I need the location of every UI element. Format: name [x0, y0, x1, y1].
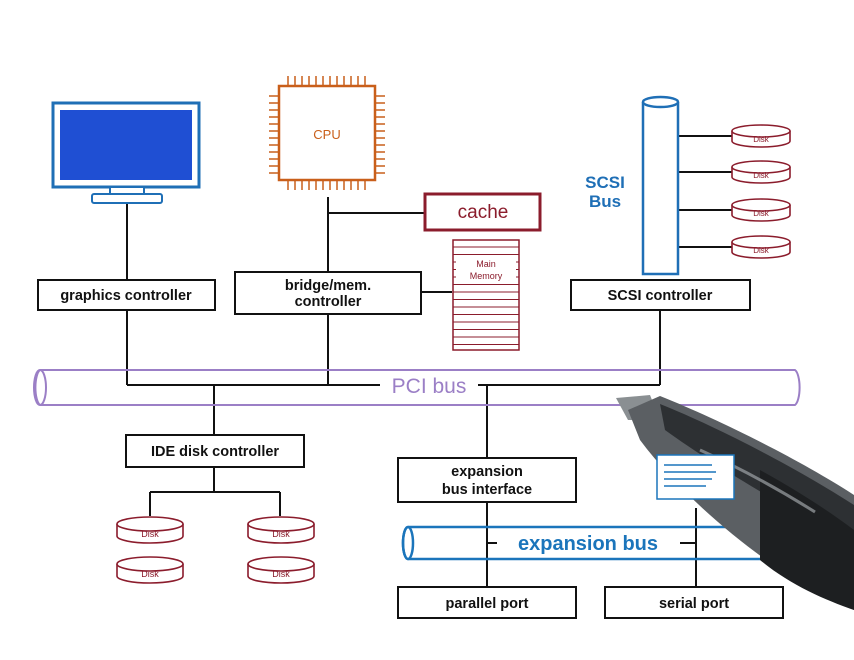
- disk-icon: Disk: [731, 160, 791, 184]
- bridge-label-line2: controller: [295, 294, 362, 310]
- disk-label: Disk: [141, 529, 159, 539]
- disk-label: Disk: [753, 246, 770, 255]
- pci-bus: PCI bus: [33, 369, 801, 406]
- disk-icon: Disk: [116, 556, 184, 584]
- graphics-controller-box: graphics controller: [37, 279, 216, 311]
- disk-label: Disk: [753, 135, 770, 144]
- scsi-bus-label-line1: SCSI: [585, 173, 625, 192]
- cpu-label: CPU: [313, 127, 340, 142]
- parallel-port-box: parallel port: [397, 586, 577, 619]
- serial-port-label: serial port: [659, 596, 729, 612]
- main-memory-stack: Main Memory: [452, 239, 520, 351]
- bridge-controller-box: bridge/mem. controller: [234, 271, 422, 315]
- pci-bus-label: PCI bus: [392, 375, 467, 398]
- expansion-iface-label-line1: expansion: [451, 464, 523, 480]
- expansion-iface-label-line2: bus interface: [442, 482, 532, 498]
- disk-icon: Disk: [247, 556, 315, 584]
- cache-box: cache: [423, 192, 542, 232]
- scsi-bus-label-line2: Bus: [589, 192, 621, 211]
- expansion-interface-box: expansion bus interface: [397, 457, 577, 503]
- disk-label: Disk: [272, 529, 290, 539]
- cpu-pins: [269, 76, 385, 190]
- expansion-bus: expansion bus: [401, 525, 780, 561]
- scsi-controller-label: SCSI controller: [608, 288, 713, 304]
- bridge-label-line1: bridge/mem.: [285, 278, 371, 294]
- disk-icon: Disk: [116, 516, 184, 544]
- main-memory-label-line1: Main: [476, 259, 496, 269]
- main-memory-label-line2: Memory: [470, 271, 503, 281]
- disk-icon: Disk: [731, 235, 791, 259]
- connection-lines: [126, 135, 732, 587]
- disk-label: Disk: [272, 569, 290, 579]
- cache-label: cache: [458, 202, 509, 223]
- disk-icon: Disk: [731, 124, 791, 148]
- stylus-pen-icon: [616, 395, 854, 610]
- cpu-chip-icon: CPU: [269, 76, 385, 190]
- expansion-bus-label: expansion bus: [518, 533, 658, 555]
- scsi-bus: SCSI Bus: [585, 95, 680, 276]
- monitor-icon: [51, 101, 201, 204]
- disk-icon: Disk: [247, 516, 315, 544]
- parallel-port-label: parallel port: [446, 596, 529, 612]
- disk-label: Disk: [753, 171, 770, 180]
- disk-label: Disk: [753, 209, 770, 218]
- graphics-controller-label: graphics controller: [60, 288, 192, 304]
- serial-port-box: serial port: [604, 586, 784, 619]
- scsi-controller-box: SCSI controller: [570, 279, 751, 311]
- disk-icon: Disk: [731, 198, 791, 222]
- ide-controller-label: IDE disk controller: [151, 444, 279, 460]
- disk-label: Disk: [141, 569, 159, 579]
- ide-controller-box: IDE disk controller: [125, 434, 305, 468]
